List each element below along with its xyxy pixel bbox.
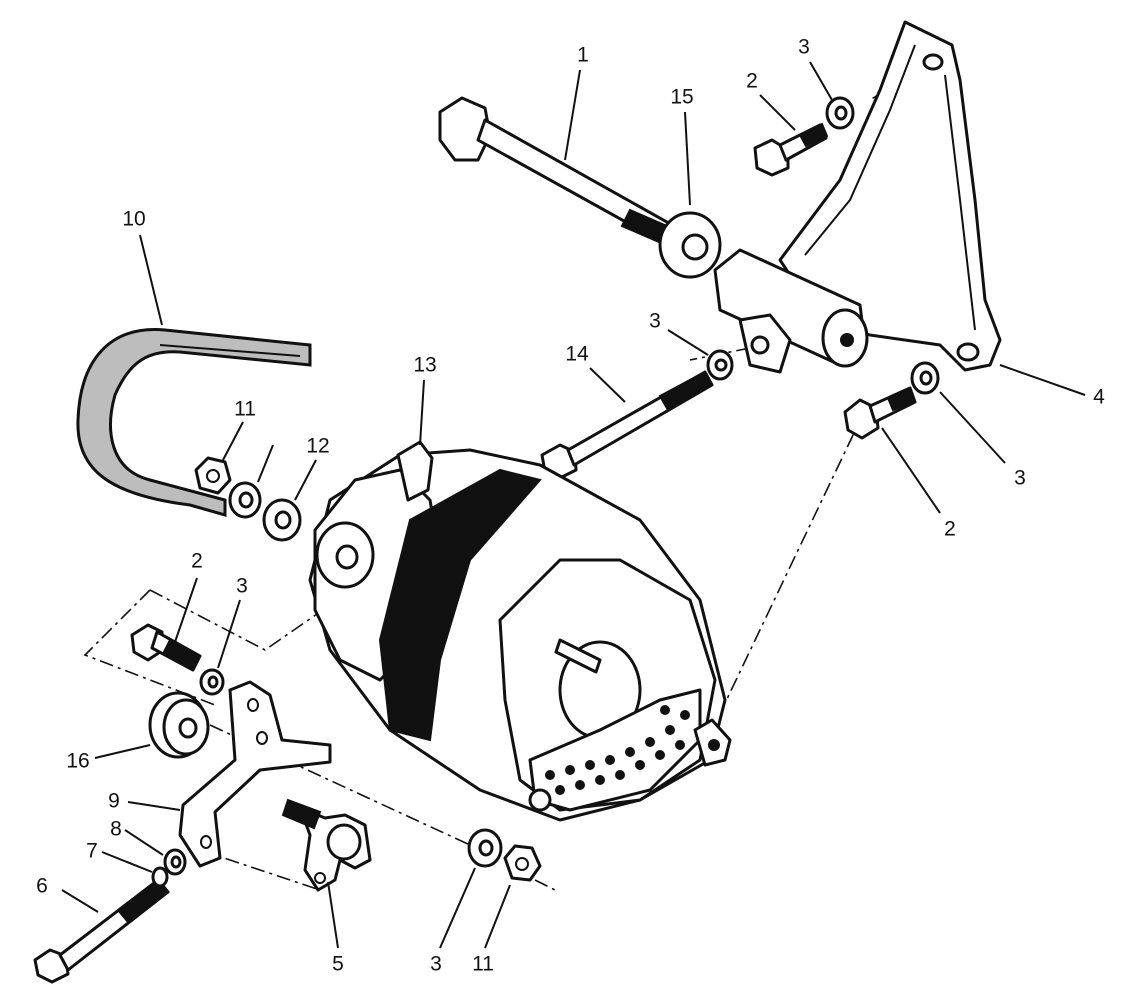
spacer-16 [148, 691, 210, 759]
callout-10: 10 [122, 208, 145, 231]
alternator [308, 440, 732, 822]
callout-2-top: 2 [746, 70, 758, 93]
washer-8 [163, 848, 187, 876]
washer-7 [151, 866, 169, 888]
heatsink-holes [545, 705, 690, 795]
callout-1: 1 [577, 44, 589, 67]
callout-2-right: 2 [944, 518, 956, 541]
callout-3-right: 3 [1014, 467, 1026, 490]
callout-3-bottom: 3 [430, 953, 442, 976]
spacer [658, 211, 722, 279]
nut-bottom [503, 844, 542, 882]
callout-16: 16 [66, 750, 89, 773]
callout-8: 8 [110, 818, 122, 841]
bolt-top [753, 122, 829, 177]
callout-6: 6 [36, 875, 48, 898]
washer-left [228, 481, 262, 519]
bolt-14 [540, 370, 714, 480]
bolt-6 [33, 878, 170, 984]
stud-bracket [281, 798, 372, 892]
washer-top [825, 96, 855, 130]
bolt-lower-left [130, 623, 202, 672]
callout-3-left: 3 [236, 575, 248, 598]
callout-4: 4 [1093, 386, 1105, 409]
adjusting-bracket [178, 680, 332, 868]
callout-7: 7 [86, 840, 98, 863]
leader-lines [61, 61, 1086, 949]
callout-3-sleeve: 3 [649, 310, 661, 333]
bolt-right [843, 386, 917, 440]
long-bolt [438, 96, 692, 254]
washer-right [910, 361, 940, 395]
callout-15: 15 [670, 86, 693, 109]
callout-11-bottom: 11 [472, 953, 494, 976]
callout-13: 13 [413, 354, 436, 377]
mounting-bracket [713, 20, 1002, 374]
callout-5: 5 [332, 953, 344, 976]
washer-bottom [467, 828, 503, 868]
callout-14: 14 [565, 343, 589, 366]
insulator-washer [262, 498, 302, 542]
callout-3-top: 3 [798, 36, 810, 59]
drive-belt [76, 328, 312, 517]
nut-left [194, 456, 232, 495]
callout-2-left: 2 [191, 550, 203, 573]
washer-14 [706, 349, 734, 381]
callout-12: 12 [306, 435, 329, 458]
washer-lower-left [199, 668, 225, 696]
callout-9: 9 [108, 790, 120, 813]
callout-11-top: 11 [234, 398, 256, 421]
callout-labels: 1 15 2 3 10 3 14 4 13 11 12 3 2 2 3 16 9… [36, 36, 1105, 976]
